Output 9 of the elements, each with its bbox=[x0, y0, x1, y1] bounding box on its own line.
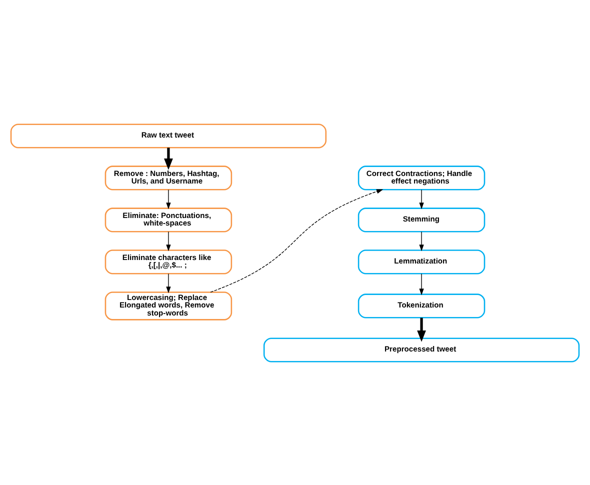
arrow bbox=[419, 230, 424, 251]
arrow bbox=[210, 188, 384, 292]
arrow bbox=[417, 317, 426, 342]
arrow bbox=[419, 188, 424, 209]
arrow bbox=[164, 147, 173, 170]
arrow bbox=[166, 230, 171, 251]
arrow bbox=[166, 272, 171, 293]
arrow bbox=[419, 272, 424, 295]
arrow bbox=[166, 188, 171, 209]
